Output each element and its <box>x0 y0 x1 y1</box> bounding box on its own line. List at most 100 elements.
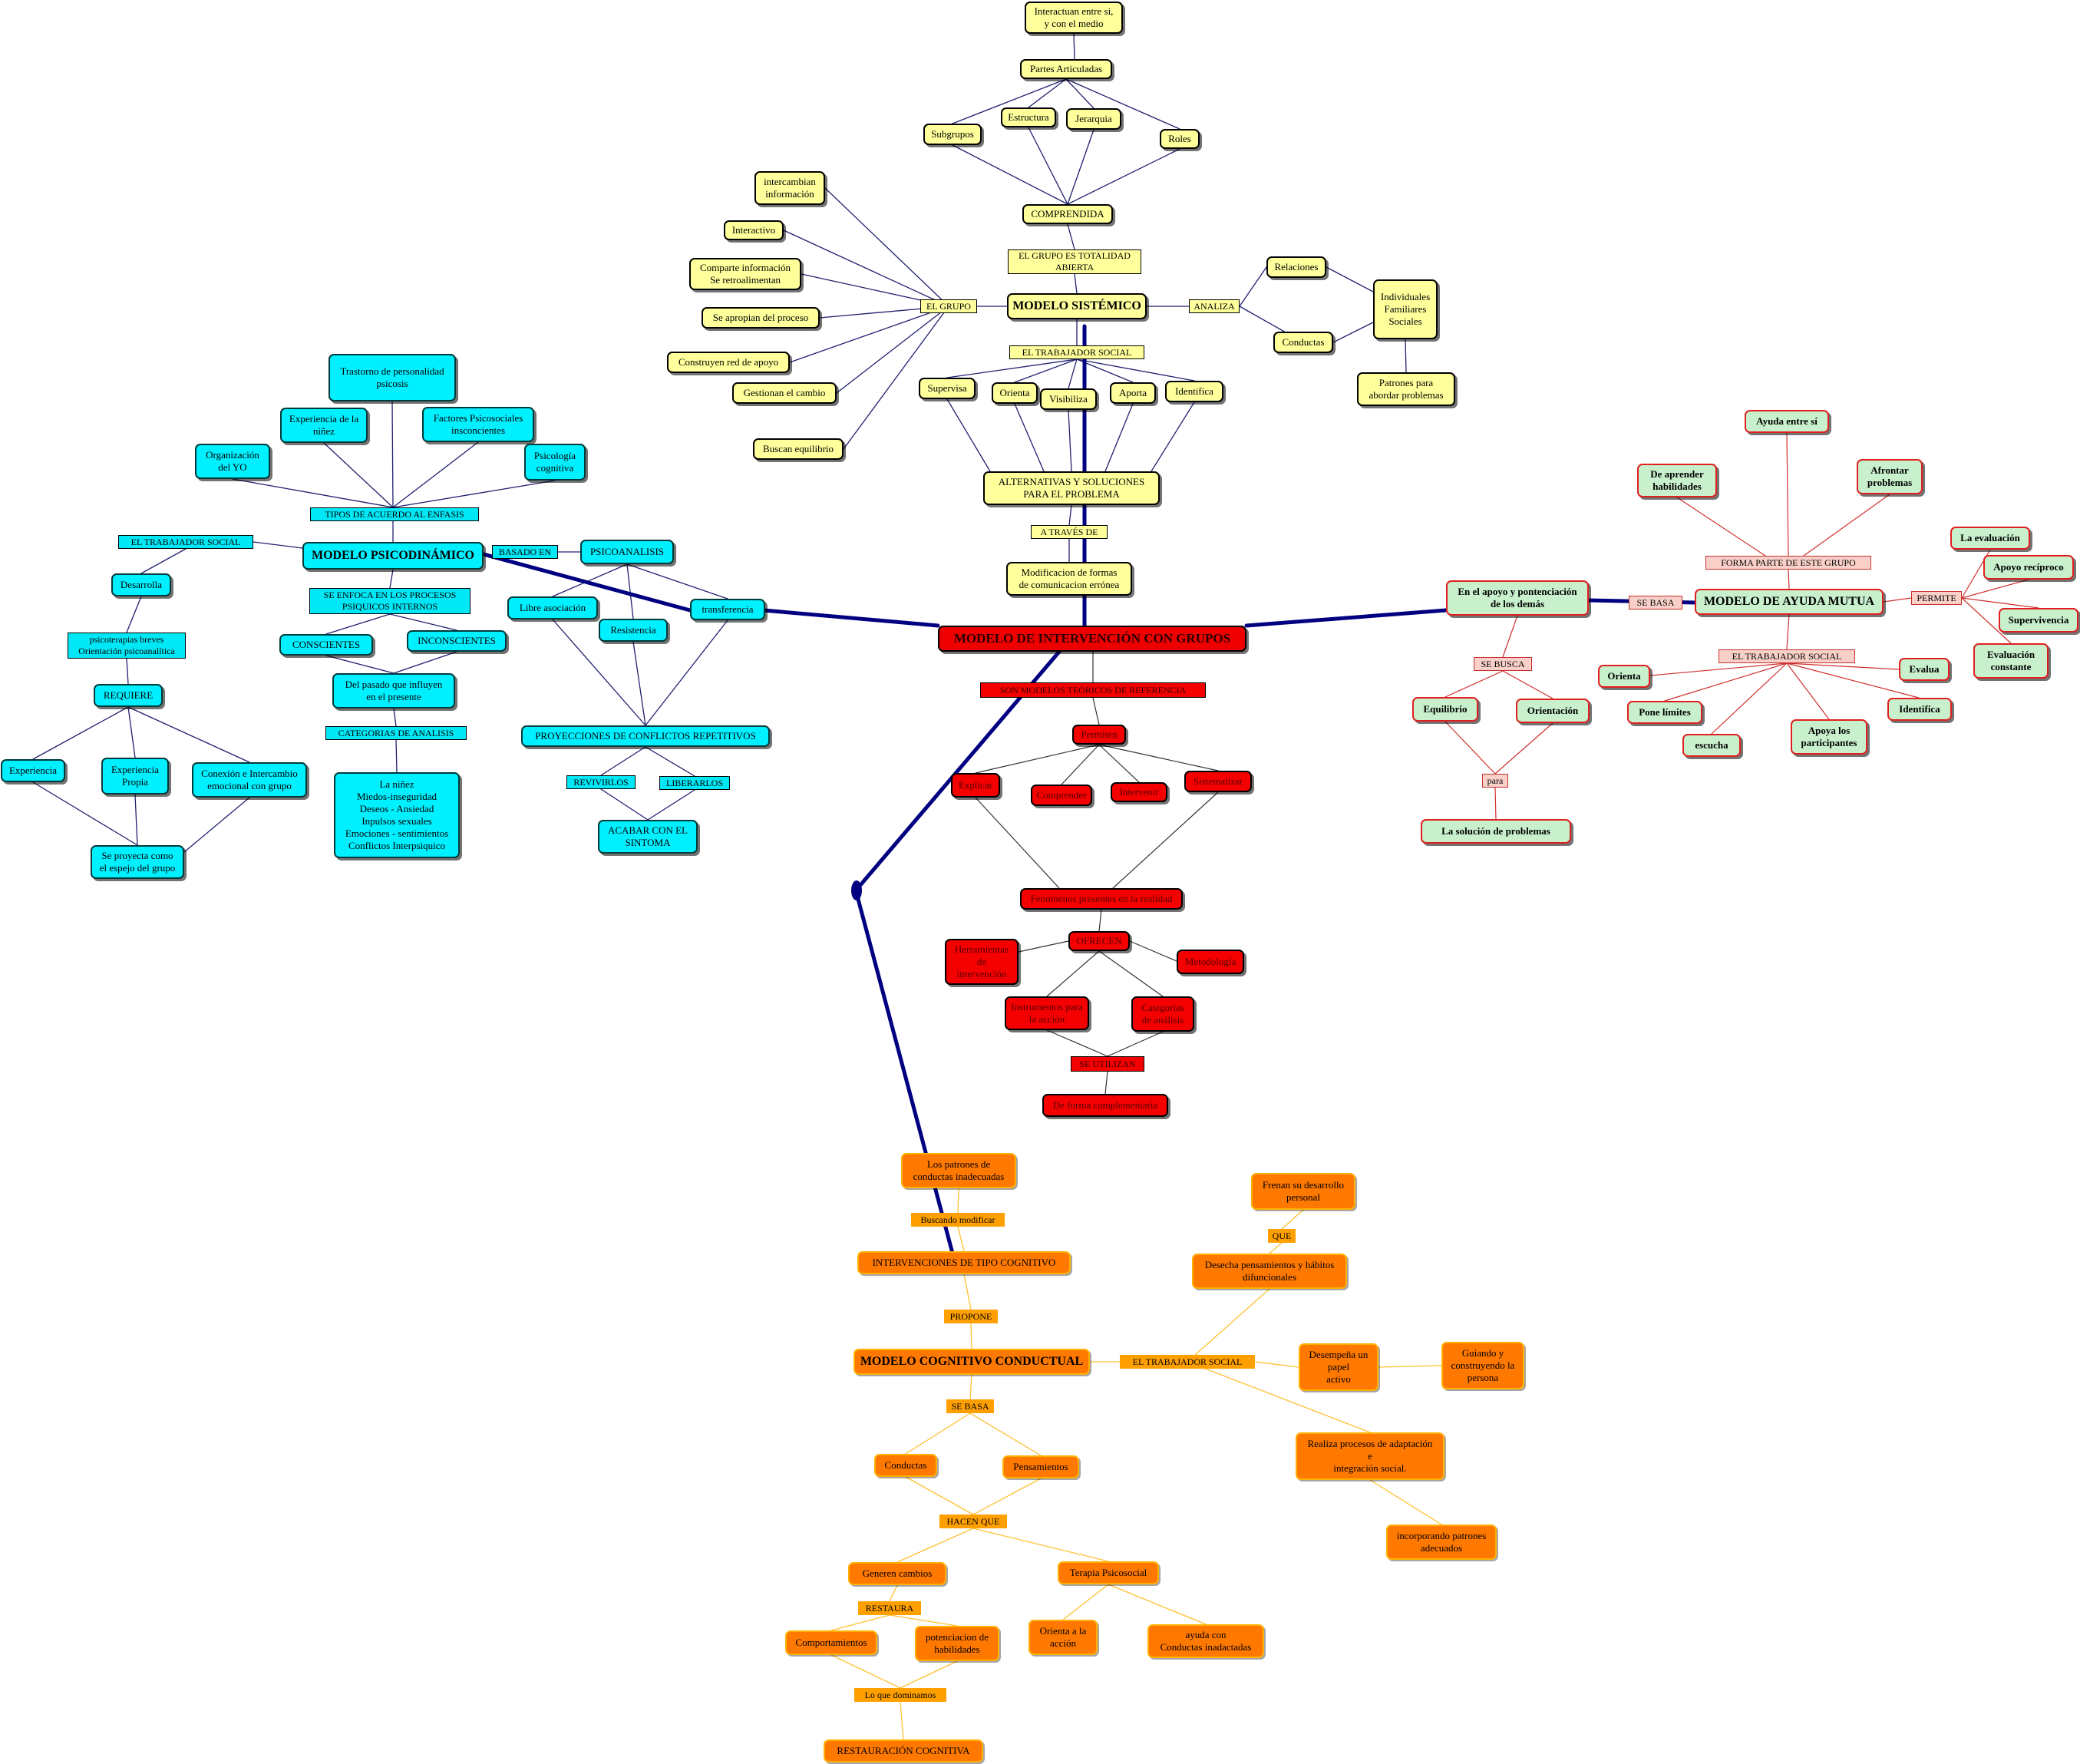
node-desarrolla[interactable]: Desarrolla <box>111 573 171 596</box>
node-incorporando[interactable]: incorporando patrones adecuados <box>1386 1525 1497 1560</box>
node-apoyo-reciproco[interactable]: Apoyo recíproco <box>1983 555 2074 580</box>
node-explicar[interactable]: Explicar <box>951 773 1000 798</box>
node-comparte[interactable]: Comparte información Se retroalimentan <box>689 258 801 290</box>
node-inconscientes[interactable]: INCONSCIENTES <box>407 630 507 652</box>
node-pensamientos[interactable]: Pensamientos <box>1002 1455 1079 1478</box>
node-herramientas[interactable]: Herramientas de intervención <box>945 939 1019 985</box>
node-orientacion[interactable]: Orientación <box>1516 699 1590 723</box>
node-comprendida[interactable]: COMPRENDIDA <box>1022 204 1113 224</box>
node-pone-limites[interactable]: Pone límites <box>1627 701 1702 724</box>
node-partes-articuladas[interactable]: Partes Articuladas <box>1020 59 1112 79</box>
node-psicologia[interactable]: Psicología cognitiva <box>524 444 586 481</box>
node-modelo-ayuda-mutua[interactable]: MODELO DE AYUDA MUTUA <box>1695 589 1884 615</box>
node-generen-cambios[interactable]: Generen cambios <box>848 1562 946 1585</box>
node-acabar-sintoma[interactable]: ACABAR CON EL SINTOMA <box>598 820 698 854</box>
node-frenan-desarrollo[interactable]: Frenan su desarrollo personal <box>1251 1173 1355 1210</box>
node-solucion-problemas[interactable]: La solución de problemas <box>1421 819 1571 844</box>
node-conscientes[interactable]: CONSCIENTES <box>279 634 373 656</box>
node-alternativas[interactable]: ALTERNATIVAS Y SOLUCIONES PARA EL PROBLE… <box>983 471 1160 505</box>
node-relaciones[interactable]: Relaciones <box>1266 256 1326 278</box>
node-psicoanalisis[interactable]: PSICOANALISIS <box>580 540 674 564</box>
node-intercambian[interactable]: intercambian información <box>754 171 825 205</box>
node-conexion[interactable]: Conexión e Intercambio emocional con gru… <box>192 762 307 798</box>
node-buscan[interactable]: Buscan equilibrio <box>753 438 844 460</box>
node-experiencia[interactable]: Experiencia <box>1 759 65 782</box>
node-supervivencia[interactable]: Supervivencia <box>1999 608 2078 633</box>
node-identifica[interactable]: Identifica <box>1165 381 1223 402</box>
link-label-categorias: CATEGORIAS DE ANALISIS <box>325 726 467 740</box>
node-modelo-cognitivo-conductual[interactable]: MODELO COGNITIVO CONDUCTUAL <box>853 1349 1090 1375</box>
node-fenomenos[interactable]: Fenómenos presentes en la realidad <box>1020 888 1183 910</box>
node-transferencia[interactable]: transferencia <box>690 599 765 620</box>
node-pasado[interactable]: Del pasado que influyen en el presente <box>332 673 455 709</box>
node-evalua[interactable]: Evalua <box>1899 658 1950 681</box>
node-construyen[interactable]: Construyen red de apoyo <box>667 352 790 373</box>
node-conductas-cognitivo[interactable]: Conductas <box>874 1454 937 1477</box>
node-categorias[interactable]: Categorías de análisis <box>1131 996 1194 1032</box>
node-terapia-psicosocial[interactable]: Terapia Psicosocial <box>1058 1561 1159 1584</box>
node-visibiliza[interactable]: Visibiliza <box>1040 388 1097 410</box>
node-identifica-ayuda[interactable]: Identifica <box>1887 698 1952 721</box>
node-ofrecen[interactable]: OFRECEN <box>1068 931 1130 951</box>
node-experiencia-propia[interactable]: Experiencia Propia <box>101 758 169 794</box>
node-aprender[interactable]: De aprender habilidades <box>1637 464 1717 497</box>
node-intervenciones-cognitivo[interactable]: INTERVENCIONES DE TIPO COGNITIVO <box>857 1251 1071 1274</box>
node-roles[interactable]: Roles <box>1160 129 1200 149</box>
node-desecha-pensamientos[interactable]: Desecha pensamientos y hábitos difuncion… <box>1192 1254 1347 1289</box>
node-instrumentos[interactable]: Instrumentos para la acción <box>1005 996 1089 1030</box>
node-modificacion[interactable]: Modificacion de formas de comunicacion e… <box>1006 562 1132 596</box>
node-metodologia[interactable]: Metodología <box>1177 950 1244 974</box>
node-subgrupos[interactable]: Subgrupos <box>923 124 982 145</box>
node-jerarquia[interactable]: Jerarquia <box>1066 108 1121 130</box>
node-apoyo-potenciacion[interactable]: En el apoyo y pontenciación de los demás <box>1446 580 1589 616</box>
node-patrones[interactable]: Patrones para abordar problemas <box>1357 372 1455 406</box>
connector-line <box>957 1226 965 1252</box>
node-gestionan[interactable]: Gestionan el cambio <box>732 382 837 404</box>
connector-line <box>392 480 556 508</box>
node-la-evaluacion[interactable]: La evaluación <box>1950 527 2030 550</box>
node-apropian[interactable]: Se apropian del proceso <box>702 307 820 329</box>
node-comportamientos[interactable]: Comportamientos <box>785 1630 877 1655</box>
node-intervenir[interactable]: Intervenir <box>1111 782 1167 802</box>
central-topic[interactable]: MODELO DE INTERVENCIÓN CON GRUPOS <box>938 626 1246 652</box>
node-modelo-psicodinamico[interactable]: MODELO PSICODINÁMICO <box>302 542 484 570</box>
node-requiere[interactable]: REQUIERE <box>94 684 163 707</box>
node-ayuda-entre-si[interactable]: Ayuda entre sí <box>1745 410 1829 433</box>
node-trastorno[interactable]: Trastorno de personalidad psicosis <box>329 354 456 401</box>
node-equilibrio[interactable]: Equilibrio <box>1412 697 1478 722</box>
node-experiencia-ninez[interactable]: Experiencia de la niñez <box>280 408 368 443</box>
node-individuales[interactable]: Individuales Familiares Sociales <box>1373 279 1438 339</box>
node-estructura[interactable]: Estructura <box>1001 107 1056 127</box>
node-sistematizar[interactable]: Sistematizar <box>1184 771 1252 792</box>
node-proyecciones[interactable]: PROYECCIONES DE CONFLICTOS REPETITIVOS <box>521 725 770 747</box>
node-desempena-papel[interactable]: Desempeña un papel activo <box>1299 1343 1378 1391</box>
node-permiten[interactable]: Permiten <box>1072 725 1126 745</box>
node-guiando[interactable]: Guiando y construyendo la persona <box>1441 1342 1524 1389</box>
node-ninez-list[interactable]: La niñez Miedos-inseguridad Deseos - Ans… <box>334 772 460 858</box>
node-conductas[interactable]: Conductas <box>1273 332 1333 353</box>
node-resistencia[interactable]: Resistencia <box>599 619 668 642</box>
node-supervisa[interactable]: Supervisa <box>919 378 976 399</box>
node-evaluacion-constante[interactable]: Evaluación constante <box>1973 643 2049 679</box>
node-interactuan[interactable]: Interactuan entre si, y con el medio <box>1025 2 1123 34</box>
node-modelo-sistemico[interactable]: MODELO SISTÉMICO <box>1007 293 1147 319</box>
node-orienta-accion[interactable]: Orienta a la acción <box>1028 1620 1098 1655</box>
node-orienta-ayuda[interactable]: Orienta <box>1598 665 1650 688</box>
node-organizacion[interactable]: Organización del YO <box>195 444 270 479</box>
node-factores[interactable]: Factores Psicosociales insconcientes <box>422 407 534 442</box>
node-restauracion-cognitiva[interactable]: RESTAURACIÓN COGNITIVA <box>824 1739 983 1762</box>
node-comprender[interactable]: Comprender <box>1031 785 1092 806</box>
node-libre-asociacion[interactable]: Libre asociación <box>507 596 598 619</box>
node-orienta[interactable]: Orienta <box>992 382 1038 404</box>
node-afrontar[interactable]: Afrontar problemas <box>1857 459 1923 494</box>
node-se-proyecta[interactable]: Se proyecta como el espejo del grupo <box>91 845 184 879</box>
node-escucha[interactable]: escucha <box>1682 734 1741 757</box>
node-aporta[interactable]: Aporta <box>1110 382 1156 404</box>
node-apoya-participantes[interactable]: Apoya los participantes <box>1791 719 1867 755</box>
node-patrones-inadecuadas[interactable]: Los patrones de conductas inadecuadas <box>901 1153 1016 1188</box>
node-complementaria[interactable]: De forma complementaria <box>1042 1094 1168 1117</box>
node-realiza-procesos[interactable]: Realiza procesos de adaptación e integra… <box>1296 1432 1444 1480</box>
node-ayuda-conductas[interactable]: ayuda con Conductas inadactadas <box>1147 1624 1264 1658</box>
node-potenciacion[interactable]: potenciacion de habilidades <box>915 1626 999 1661</box>
node-interactivo[interactable]: Interactivo <box>724 220 784 240</box>
